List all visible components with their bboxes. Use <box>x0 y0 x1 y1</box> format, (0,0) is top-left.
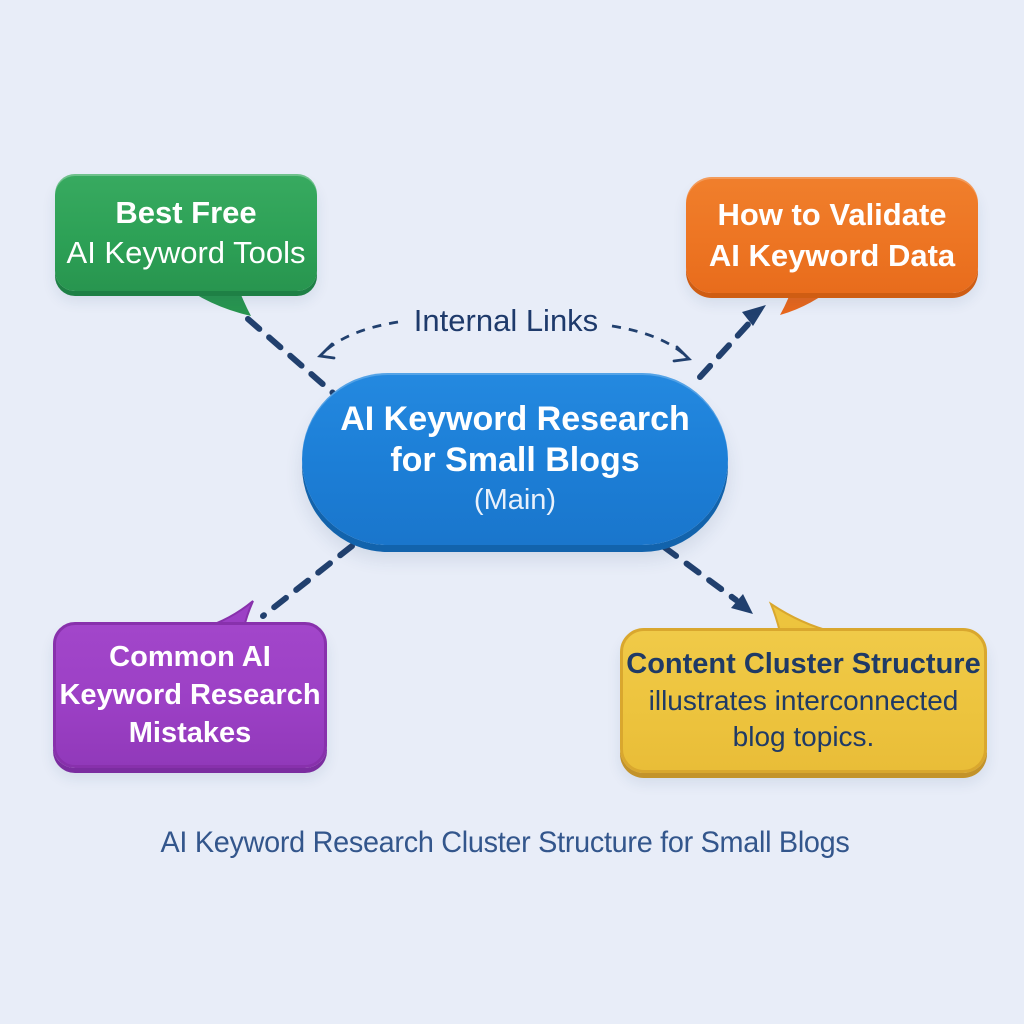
node-content-cluster-structure: Content Cluster Structure illustrates in… <box>620 628 987 773</box>
connector-center-to-orange <box>697 317 755 380</box>
node-line: Mistakes <box>128 717 252 749</box>
arrowhead-to-yellow-icon <box>731 594 753 614</box>
node-line: illustrates interconnected <box>648 685 959 716</box>
node-line: Keyword Research <box>59 679 321 711</box>
node-line: AI Keyword Data <box>708 238 956 273</box>
diagram-caption: AI Keyword Research Cluster Structure fo… <box>160 826 850 859</box>
node-line: AI Keyword Tools <box>66 234 306 270</box>
node-line: Best Free <box>115 194 257 230</box>
node-line: blog topics. <box>732 721 875 752</box>
label-arrow-left-icon <box>317 342 336 360</box>
node-common-ai-keyword-research-mistakes: Common AI Keyword Research Mistakes <box>53 622 327 768</box>
label-arc-right <box>611 324 687 358</box>
node-best-free-ai-keyword-tools: Best Free AI Keyword Tools <box>55 174 317 291</box>
label-arrow-right-icon <box>672 345 692 363</box>
node-subline: (Main) <box>473 484 557 516</box>
internal-links-label: Internal Links <box>413 303 599 338</box>
node-line: Common AI <box>109 641 271 673</box>
node-line: Content Cluster Structure <box>626 648 981 680</box>
connector-center-to-purple <box>260 543 355 619</box>
label-arc-left <box>323 320 399 354</box>
node-main-topic: AI Keyword Research for Small Blogs (Mai… <box>302 373 728 545</box>
node-line: AI Keyword Research <box>340 400 690 438</box>
node-line: How to Validate <box>717 197 947 232</box>
node-line: for Small Blogs <box>390 441 640 479</box>
connector-center-to-green <box>245 316 336 396</box>
connector-center-to-yellow <box>661 544 739 603</box>
node-how-to-validate-ai-keyword-data: How to Validate AI Keyword Data <box>686 177 978 293</box>
arrowhead-to-orange-icon <box>742 305 766 326</box>
